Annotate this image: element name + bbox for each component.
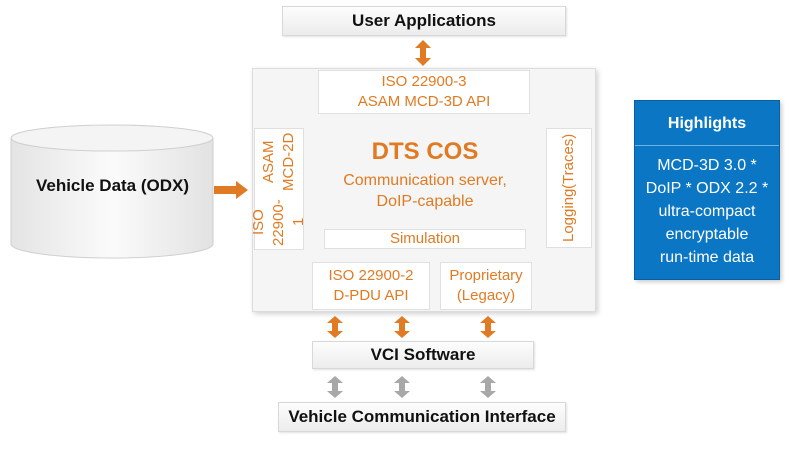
cos-vci-arrow-2	[394, 316, 410, 338]
dts-cos-subtitle-line2: DoIP-capable	[376, 193, 474, 210]
cos-vci-arrow-3	[480, 316, 496, 338]
highlight-item: ultra-compact	[658, 203, 756, 220]
highlights-title: Highlights	[667, 115, 747, 132]
user-applications-box: User Applications	[282, 6, 566, 36]
iso-22900-3-box: ISO 22900-3 ASAM MCD-3D API	[318, 70, 530, 114]
iso-22900-2-box: ISO 22900-2 D-PDU API	[312, 262, 430, 310]
vci-interface-arrow-2	[394, 376, 410, 398]
iso-22900-1-box: ISO 22900-1 ASAM MCD-2D	[250, 128, 307, 250]
proprietary-line2: (Legacy)	[456, 287, 516, 304]
highlights-panel: Highlights MCD-3D 3.0 * DoIP * ODX 2.2 *…	[634, 100, 780, 280]
iso-22900-2-line1: ISO 22900-2	[328, 267, 414, 284]
vci-software-label: VCI Software	[370, 345, 476, 364]
proprietary-line1: Proprietary	[449, 267, 523, 284]
simulation-box: Simulation	[324, 229, 526, 249]
iso-22900-2-line2: D-PDU API	[333, 287, 409, 304]
user-applications-label: User Applications	[352, 11, 496, 30]
highlight-item: MCD-3D 3.0 *	[657, 157, 757, 174]
dts-cos-center: DTS COS Communication server, DoIP-capab…	[310, 138, 540, 212]
iso-22900-3-line1: ISO 22900-3	[381, 73, 467, 90]
iso-22900-1-line1: ISO 22900-1	[250, 198, 307, 246]
vci-interface-arrow-3	[480, 376, 496, 398]
iso-22900-1-line2: ASAM MCD-2D	[260, 132, 297, 192]
logging-line2: (Traces)	[560, 133, 577, 189]
vehicle-interface-label: Vehicle Communication Interface	[288, 407, 556, 426]
simulation-label: Simulation	[389, 230, 461, 247]
vehicle-interface-box: Vehicle Communication Interface	[278, 402, 566, 432]
iso-22900-3-line2: ASAM MCD-3D API	[357, 93, 491, 110]
proprietary-box: Proprietary (Legacy)	[440, 262, 532, 310]
dts-cos-title: DTS COS	[371, 138, 479, 165]
logging-box: Logging (Traces)	[546, 128, 592, 248]
vehicle-data-cylinder	[10, 124, 214, 259]
vehicle-data-arrow	[214, 181, 248, 199]
highlight-item: DoIP * ODX 2.2 *	[645, 180, 769, 197]
dts-cos-subtitle-line1: Communication server,	[343, 172, 507, 189]
vehicle-data-label: Vehicle Data (ODX)	[35, 176, 190, 195]
vci-interface-arrow-1	[327, 376, 343, 398]
cos-vci-arrow-1	[327, 316, 343, 338]
highlight-item: run-time data	[659, 249, 755, 266]
vci-software-box: VCI Software	[312, 341, 534, 369]
logging-line1: Logging	[560, 188, 577, 243]
user-apps-cos-arrow	[415, 40, 431, 66]
highlights-divider	[635, 145, 779, 146]
highlight-item: encryptable	[665, 226, 749, 243]
